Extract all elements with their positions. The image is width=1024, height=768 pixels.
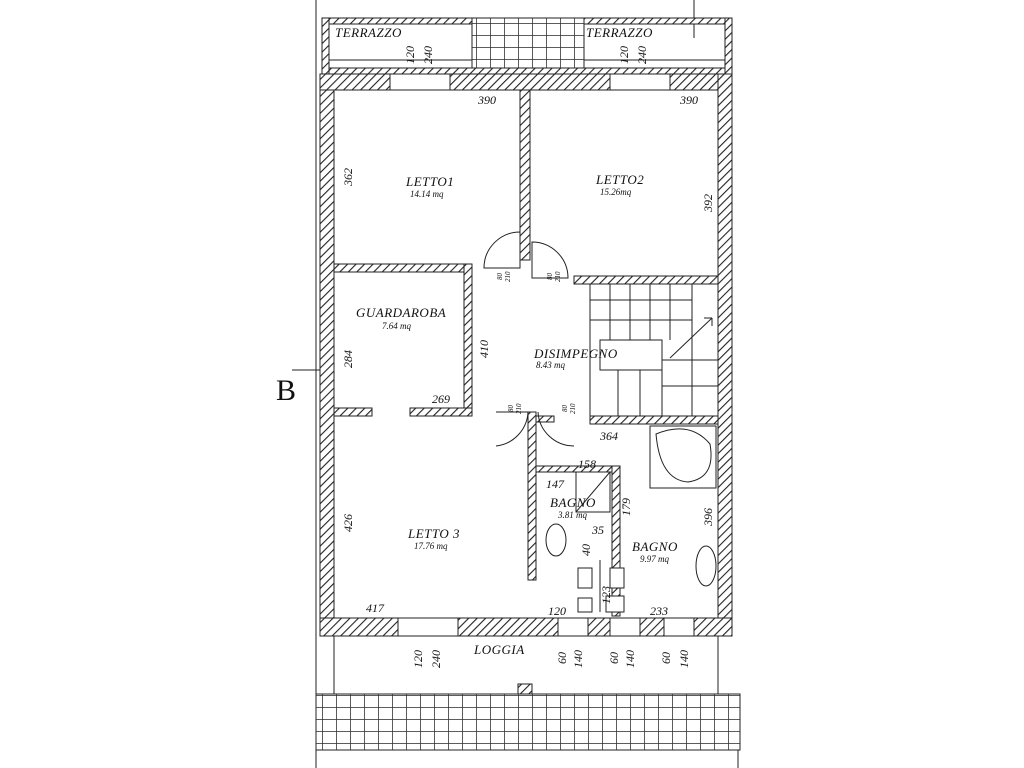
door-tag-210-b: 210 [554, 271, 562, 283]
staircase [589, 283, 719, 417]
letto2-area: 15.26mq [600, 187, 632, 197]
terrazzo-left-label: TERRAZZO [335, 25, 402, 40]
terrazzo-right-240-dim: 240 [635, 46, 649, 64]
bagno-large-label: BAGNO [632, 539, 678, 554]
letto1-depth-dim: 362 [341, 168, 355, 186]
letto1-area: 14.14 mq [410, 189, 444, 199]
loggia-140b-dim: 140 [623, 650, 637, 668]
bagno-large-depth-dim: 396 [701, 508, 715, 526]
letto3-area: 17.76 mq [414, 541, 448, 551]
bathroom-fixtures [545, 425, 717, 613]
bagno-small-147-dim: 147 [546, 477, 564, 491]
loggia-240-dim: 240 [429, 650, 443, 668]
bagno-233-dim: 233 [650, 604, 668, 618]
letto2-width-dim: 390 [680, 93, 698, 107]
letto3-label: LETTO 3 [408, 526, 461, 541]
door-tag-210-c: 210 [515, 403, 523, 415]
bagno-40-dim: 40 [579, 544, 593, 556]
bagno-small-label: BAGNO [550, 495, 596, 510]
door-tag-210-d: 210 [569, 403, 577, 415]
bagno-120-dim: 120 [548, 604, 566, 618]
letto3-width-dim: 417 [366, 601, 384, 615]
door-tag-80-a: 80 [496, 273, 504, 280]
bagno-small-width-dim: 158 [578, 457, 596, 471]
door-tag-210-a: 210 [504, 271, 512, 283]
guardaroba-depth-dim: 284 [341, 350, 355, 368]
bagno-small-area: 3.81 mq [558, 510, 587, 520]
interior-walls [333, 89, 719, 617]
bagno-large-width-dim: 364 [600, 429, 618, 443]
door-tag-80-d: 80 [561, 405, 569, 412]
terrazzo-left-240-dim: 240 [421, 46, 435, 64]
loggia-60b-dim: 60 [607, 652, 621, 664]
loggia-label: LOGGIA [474, 642, 525, 657]
letto1-label: LETTO1 [406, 174, 455, 189]
disimpegno-area: 8.43 mq [536, 360, 565, 370]
bagno-large-area: 9.97 mq [640, 554, 669, 564]
terrazzo-right-label: TERRAZZO [586, 25, 653, 40]
doors [483, 231, 575, 447]
loggia-140a-dim: 140 [571, 650, 585, 668]
letto2-depth-dim: 392 [701, 194, 715, 212]
disimpegno-label: DISIMPEGNO [534, 346, 618, 361]
bagno-small-depth-dim: 179 [619, 498, 633, 516]
loggia-120-dim: 120 [411, 650, 425, 668]
section-mark: B [276, 374, 297, 407]
loggia-60c-dim: 60 [659, 652, 673, 664]
letto1-width-dim: 390 [478, 93, 496, 107]
loggia-60a-dim: 60 [555, 652, 569, 664]
guardaroba-area: 7.64 mq [382, 321, 411, 331]
terrazzo-right-120-dim: 120 [617, 46, 631, 64]
loggia-140c-dim: 140 [677, 650, 691, 668]
terrazzo-left-120-dim: 120 [403, 46, 417, 64]
guardaroba-label: GUARDAROBA [356, 305, 447, 320]
loggia-balustrade [315, 635, 741, 751]
door-tag-80-b: 80 [546, 273, 554, 280]
terrace-railing [321, 17, 733, 77]
door-tag-80-c: 80 [507, 405, 515, 412]
bagno-123-dim: 123 [599, 586, 613, 604]
letto3-depth-dim: 426 [341, 514, 355, 532]
letto2-label: LETTO2 [596, 172, 645, 187]
guardaroba-width-dim: 269 [432, 392, 450, 406]
disimpegno-depth-dim: 410 [477, 340, 491, 358]
bagno-35-dim: 35 [592, 523, 604, 537]
